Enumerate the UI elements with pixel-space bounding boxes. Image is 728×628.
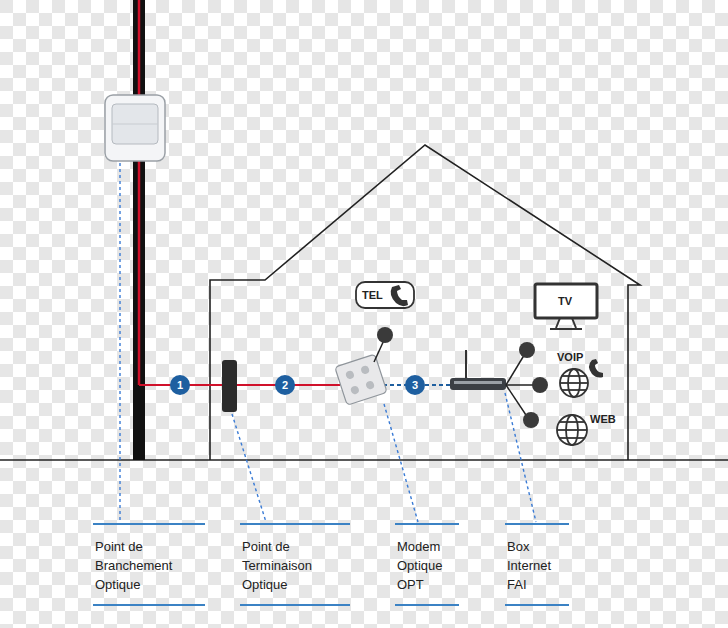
voip-icon-part [560,382,588,384]
label-band: Box Internet FAI [505,523,569,606]
modem-optique-part [360,365,370,375]
tv-icon [535,284,597,329]
leader-line-part [119,163,120,522]
router-wire-part [506,384,534,386]
label-band: Modem Optique OPT [395,523,459,606]
label-band: Point de Terminaison Optique [240,523,350,606]
box-router [450,350,506,390]
tv-icon-part [550,328,582,330]
node-text: Point de Terminaison Optique [242,537,350,594]
web-icon-part [559,437,585,439]
tv-icon-part [535,284,597,318]
tel-icon-part [356,282,414,308]
node-text: VOIP [557,351,583,363]
icon-label: TEL [362,289,383,301]
node-text: Box Internet FAI [507,537,569,594]
pbo-box-part [112,104,158,144]
leader-line-part [384,404,418,522]
pbo-box-part [112,124,158,125]
port-dot-part [532,377,548,393]
callout-circle [170,375,425,395]
web-icon-part [557,429,587,431]
leader-line-part [232,414,266,522]
pbo-box-part [105,95,165,161]
callout-circle-part [405,375,425,395]
port-dot-part [523,412,539,428]
port-dot [519,342,548,428]
pto-box [222,360,237,412]
ground-line [0,459,728,461]
voip-icon [560,359,603,397]
icon-label: VOIP [557,351,583,363]
router-wire [506,352,534,418]
web-icon-part [559,421,585,423]
tv-icon-part [572,318,576,328]
voip-icon-part [589,359,603,378]
leader-line-part [505,393,536,522]
callout-number: 1 [170,375,190,395]
leader-line [120,163,536,522]
web-icon-part [557,415,587,445]
box-router-part [465,350,467,378]
callout-number: 2 [275,375,295,395]
pbo-box [105,95,165,161]
box-router-part [454,381,502,384]
label-band: Point de Branchement Optique [93,523,205,606]
port-dot-part [519,342,535,358]
callout-number: 3 [405,375,425,395]
callout-circle-part [170,375,190,395]
router-wire-part [506,352,526,385]
node-text: TEL [362,289,383,301]
tel-icon [356,282,414,308]
modem-optique-part [350,385,360,395]
web-icon [557,415,587,445]
house-outline [210,145,640,460]
icon-label: WEB [590,413,616,425]
modem-optique [335,354,387,405]
node-text: Point de Branchement Optique [95,537,205,594]
tel-icon-part [391,285,408,306]
modem-optique-part [365,380,375,390]
callout-circle-part [275,375,295,395]
icon-label: TV [558,295,572,307]
pole-part [133,0,145,460]
voip-icon-part [562,389,586,391]
pole-part [138,0,141,385]
tv-icon-part [556,318,560,328]
node-text: TV [558,295,572,307]
modem-optique-part [345,370,355,380]
box-router-part [450,378,506,390]
pole [133,0,145,460]
node-text: WEB [590,413,616,425]
node-text: Modem Optique OPT [397,537,459,594]
modem-optique-part [335,354,387,405]
voip-icon-part [562,375,586,377]
voip-icon-part [560,369,588,397]
fibre-line [139,385,340,386]
port-dot [377,327,393,343]
